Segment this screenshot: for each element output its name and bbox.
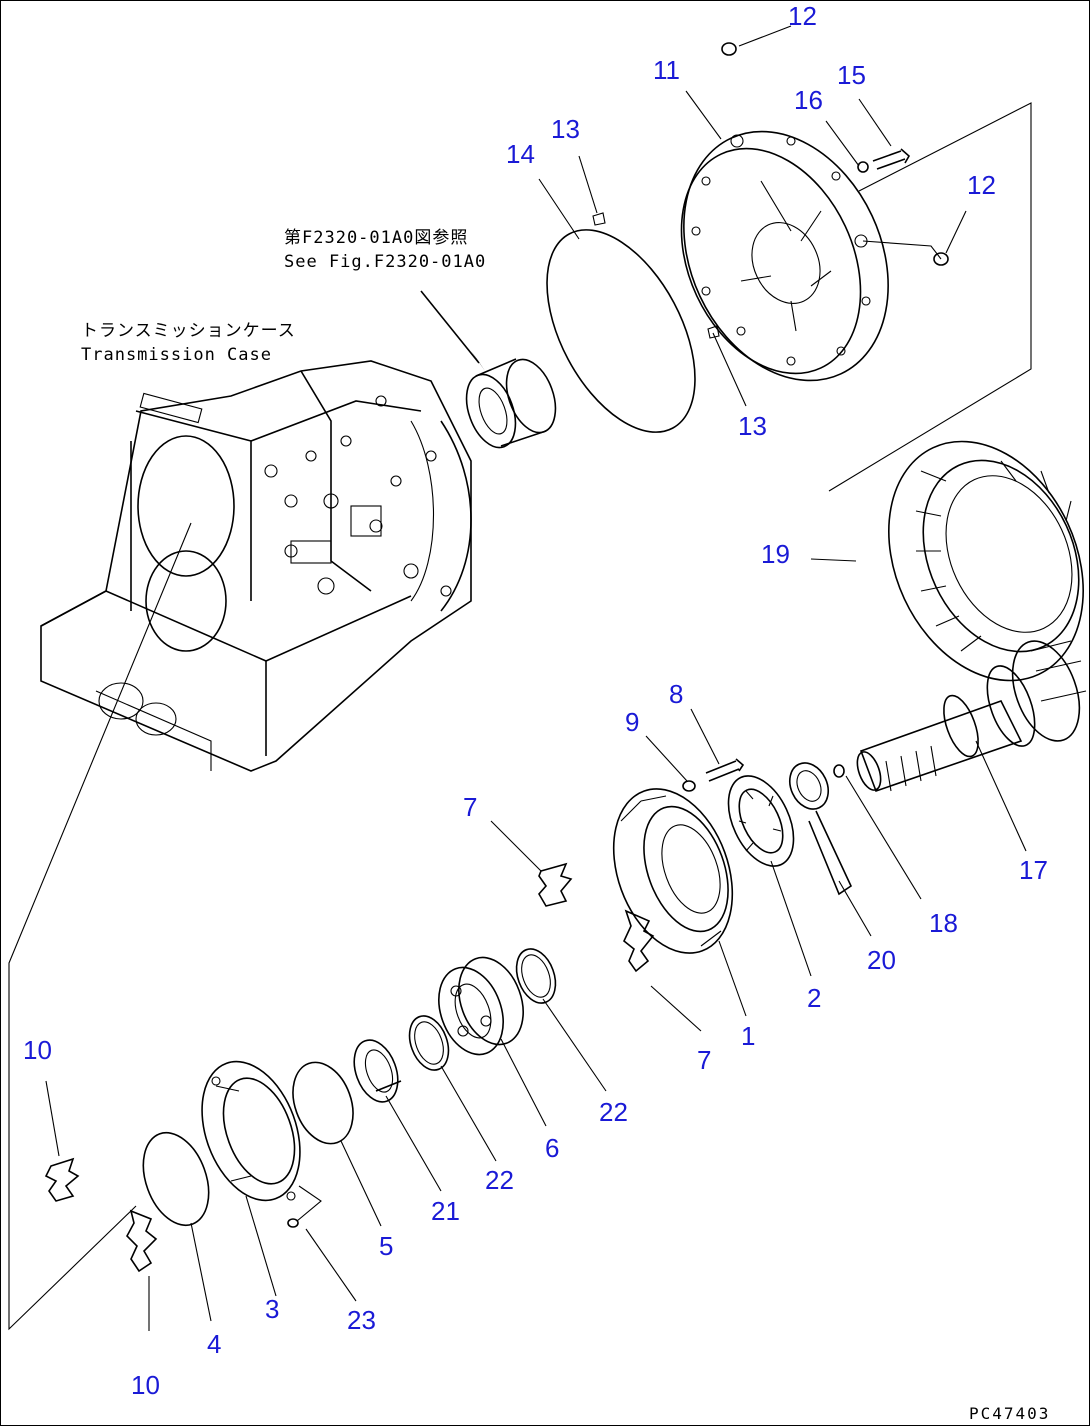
callout-6: 6 [545, 1133, 559, 1163]
callout-19: 19 [761, 539, 790, 569]
leader-lines [45, 25, 1027, 1331]
callout-17: 17 [1019, 855, 1048, 885]
callout-15: 15 [837, 60, 866, 90]
callout-3: 3 [265, 1294, 279, 1324]
callout-13: 13 [551, 114, 580, 144]
callout-10: 10 [131, 1370, 160, 1400]
callout-1: 1 [741, 1021, 755, 1051]
shim-10-upper [44, 1157, 80, 1202]
cover-3 [201, 1060, 301, 1202]
transmission-case-jp: トランスミッションケース [81, 321, 296, 341]
see-fig-jp: 第F2320-01A0図参照 [284, 228, 468, 248]
callout-16: 16 [794, 85, 823, 115]
snap-ring-22-left [408, 1015, 450, 1071]
callout-11: 11 [653, 55, 680, 85]
callout-12: 12 [967, 170, 996, 200]
sleeve-part [420, 290, 557, 449]
nut-18 [833, 764, 845, 778]
bolt-12-right [933, 252, 949, 266]
callout-13: 13 [738, 411, 767, 441]
shim-7-lower [623, 909, 655, 973]
dowel-13-bottom [707, 325, 720, 339]
callout-5: 5 [379, 1231, 393, 1261]
callout-4: 4 [207, 1329, 221, 1359]
bearing-6 [438, 956, 524, 1056]
callout-7: 7 [697, 1045, 711, 1075]
shaft [856, 640, 1087, 793]
oil-seal-21 [353, 1039, 402, 1103]
shim-10-lower [126, 1209, 158, 1273]
explode-axis-upper [828, 102, 1032, 492]
o-ring-4 [142, 1131, 210, 1227]
bolt-12-top [721, 42, 737, 56]
bolt-leader [862, 240, 942, 260]
callout-21: 21 [431, 1196, 460, 1226]
callout-2: 2 [807, 983, 821, 1013]
callout-22: 22 [485, 1165, 514, 1195]
cover-plate [680, 130, 889, 382]
snap-ring-22-right [515, 948, 557, 1004]
pin-15 [872, 148, 911, 170]
ring-gear [888, 440, 1084, 682]
large-o-ring [546, 229, 696, 433]
bearing-2 [727, 775, 795, 867]
callout-10: 10 [23, 1035, 52, 1065]
washer-20 [788, 762, 853, 896]
washer-9 [682, 780, 696, 792]
retainer-1 [612, 788, 734, 954]
callout-9: 9 [625, 707, 639, 737]
pin-23 [287, 1218, 299, 1228]
callout-20: 20 [867, 945, 896, 975]
bolt-8 [705, 758, 745, 782]
callout-18: 18 [929, 908, 958, 938]
dowel-13-top [592, 212, 606, 226]
transmission-case-en: Transmission Case [81, 345, 272, 365]
o-ring-5 [292, 1061, 354, 1145]
shim-7-upper [538, 862, 573, 907]
callout-22: 22 [599, 1097, 628, 1127]
drawing-code: PC47403 [969, 1404, 1050, 1423]
callout-7: 7 [463, 792, 477, 822]
callout-14: 14 [506, 139, 535, 169]
pin-leader [296, 1185, 322, 1222]
callout-12: 12 [788, 1, 817, 31]
callout-8: 8 [669, 679, 683, 709]
explode-axis-lower [8, 522, 192, 1331]
transmission-case [40, 360, 472, 772]
see-fig-en: See Fig.F2320-01A0 [284, 252, 486, 272]
callout-23: 23 [347, 1305, 376, 1335]
washer-16 [857, 161, 869, 173]
